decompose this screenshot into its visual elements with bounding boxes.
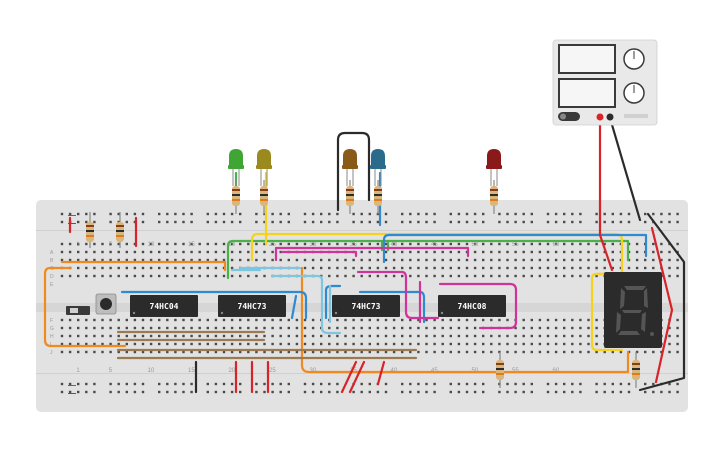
wire-blue-4 (290, 294, 298, 320)
power-supply (552, 39, 658, 126)
chip-74hc73-b: 74HC73 (332, 295, 400, 317)
led-orange (342, 149, 358, 186)
wire-black-loop (336, 131, 371, 212)
ic-chips: 74HC04 74HC73 74HC73 74HC08 (130, 295, 506, 317)
row-letter: G (50, 326, 54, 332)
push-button[interactable] (95, 293, 117, 315)
chip-label: 74HC08 (458, 302, 487, 311)
psu-terminal-positive (596, 113, 604, 121)
chip-74hc08: 74HC08 (438, 295, 506, 317)
resistor-8 (496, 352, 504, 388)
seven-segment-digit (616, 286, 654, 336)
wire-black-supply (608, 116, 642, 222)
column-number: 50 (472, 242, 479, 248)
row-letter: E (50, 282, 54, 288)
wire-red-3 (234, 360, 270, 394)
column-number: 40 (391, 242, 398, 248)
column-number: 10 (148, 368, 155, 374)
column-number: 15 (188, 242, 195, 248)
chip-74hc73-a: 74HC73 (218, 295, 286, 317)
psu-knob-current[interactable] (623, 82, 645, 104)
chip-label: 74HC73 (238, 302, 267, 311)
column-number: 1 (76, 242, 80, 248)
wire-brown (116, 330, 418, 360)
resistors (86, 180, 640, 388)
row-letter: J (50, 350, 53, 356)
row-letter: D (50, 274, 54, 280)
wire-black-rail (638, 212, 686, 392)
resistor-1 (232, 180, 240, 214)
wire-blue-3 (120, 288, 328, 320)
leds (228, 149, 502, 186)
resistor-5 (490, 180, 498, 214)
led-red (486, 149, 502, 186)
column-number: 45 (431, 242, 438, 248)
wire-orange-2 (300, 266, 630, 374)
wire-magenta-1 (274, 246, 470, 262)
wire-orange-3 (60, 260, 227, 272)
wire-lightblue-1 (238, 266, 342, 335)
led-yellow (256, 149, 272, 186)
psu-terminal-negative (606, 113, 614, 121)
column-number: 10 (148, 242, 155, 248)
resistor-4 (374, 180, 382, 214)
column-number: 15 (188, 368, 195, 374)
column-number: 30 (310, 242, 317, 248)
psu-power-switch[interactable] (558, 112, 580, 121)
column-number: 20 (229, 368, 236, 374)
resistor-6 (86, 212, 94, 248)
seven-segment-display (604, 272, 662, 348)
resistor-9 (632, 352, 640, 388)
wire-red-rail (650, 226, 674, 384)
led-blue (370, 149, 386, 186)
column-number: 1 (76, 368, 80, 374)
psu-knob-voltage[interactable] (623, 48, 645, 70)
wire-lightblue-2 (230, 268, 332, 324)
wires (43, 116, 686, 394)
row-letter: B (50, 258, 54, 264)
psu-display-voltage (558, 44, 616, 74)
column-number: 25 (269, 368, 276, 374)
wire-magenta-4 (418, 280, 518, 330)
column-number: 55 (512, 242, 519, 248)
column-number: 20 (229, 242, 236, 248)
wire-blue-2 (382, 233, 648, 264)
row-letter: A (50, 250, 54, 256)
chip-label: 74HC73 (352, 302, 381, 311)
row-letter: F (50, 318, 53, 324)
column-number: 5 (109, 242, 113, 248)
led-green (228, 149, 244, 186)
slide-switch[interactable] (66, 306, 90, 315)
wire-red-4 (340, 360, 386, 394)
column-number: 25 (269, 242, 276, 248)
wire-magenta-3 (356, 270, 440, 320)
column-number: 35 (350, 242, 357, 248)
chip-74hc04: 74HC04 (130, 295, 198, 317)
wire-orange-1 (43, 266, 127, 348)
row-letter: H (50, 334, 54, 340)
wire-yellow-3 (590, 272, 624, 352)
psu-display-current (558, 78, 616, 108)
breadboard-holes (60, 212, 679, 394)
resistor-3 (346, 180, 354, 214)
column-number: 60 (553, 242, 560, 248)
column-number: 5 (109, 368, 113, 374)
wire-magenta-2 (280, 250, 358, 258)
wire-red-supply (598, 116, 614, 272)
wire-green-2 (226, 239, 630, 280)
resistor-2 (260, 180, 268, 214)
resistor-7 (116, 212, 124, 248)
chip-label: 74HC04 (150, 302, 179, 311)
